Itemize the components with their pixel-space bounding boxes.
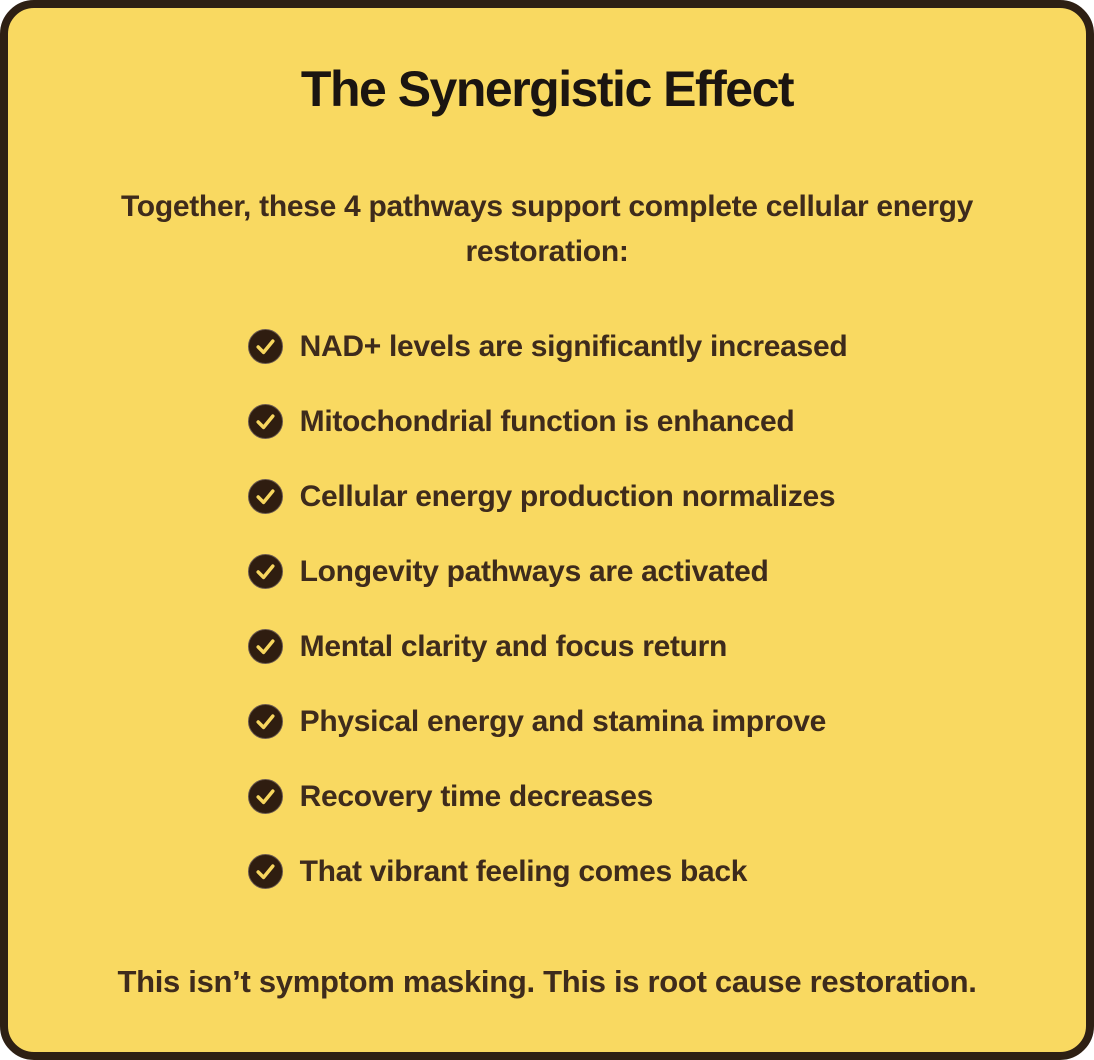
list-item-label: Longevity pathways are activated [299,554,769,588]
list-item: NAD+ levels are significantly increased [247,328,848,365]
check-circle-icon [247,478,283,515]
list-item-label: Mental clarity and focus return [299,629,728,663]
list-item-label: Mitochondrial function is enhanced [299,404,795,438]
list-item-label: Physical energy and stamina improve [299,704,827,738]
benefits-checklist: NAD+ levels are significantly increased … [247,328,848,890]
page-title: The Synergistic Effect [300,61,795,117]
list-item: Mitochondrial function is enhanced [247,403,848,440]
list-item: Cellular energy production normalizes [247,478,848,515]
list-item-label: Cellular energy production normalizes [299,479,836,513]
list-item-label: That vibrant feeling comes back [299,854,748,888]
list-item: Mental clarity and focus return [247,628,848,665]
list-item: That vibrant feeling comes back [247,853,848,890]
check-circle-icon [247,403,283,440]
check-circle-icon [247,328,283,365]
footer-statement: This isn’t symptom masking. This is root… [117,963,977,999]
list-item-label: NAD+ levels are significantly increased [299,329,848,363]
list-item: Physical energy and stamina improve [247,703,848,740]
check-circle-icon [247,628,283,665]
check-circle-icon [247,553,283,590]
check-circle-icon [247,703,283,740]
check-circle-icon [247,853,283,890]
list-item-label: Recovery time decreases [299,779,654,813]
list-item: Recovery time decreases [247,778,848,815]
list-item: Longevity pathways are activated [247,553,848,590]
check-circle-icon [247,778,283,815]
subtitle: Together, these 4 pathways support compl… [121,190,973,268]
